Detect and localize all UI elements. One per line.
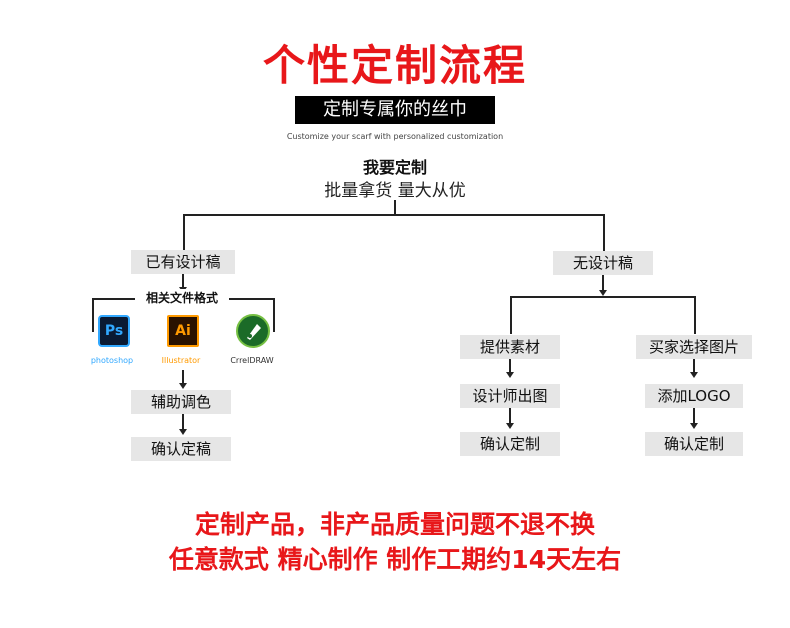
step-confirm-custom-a: 确认定制: [460, 432, 560, 456]
page-title: 个性定制流程: [262, 41, 527, 90]
connector: [693, 359, 695, 373]
coreldraw-caption: CrrelDRAW: [230, 356, 274, 365]
intro-tagline: 批量拿货 量大从优: [324, 181, 466, 201]
footer-lead-time: 任意款式 精心制作 制作工期约14天左右: [168, 545, 622, 574]
arrow-icon: [599, 290, 607, 296]
photoshop-icon: Ps: [98, 315, 130, 347]
step-buyer-picks-image: 买家选择图片: [636, 335, 752, 359]
arrow-icon: [506, 423, 514, 429]
connector: [509, 359, 511, 373]
step-color-assist: 辅助调色: [131, 390, 231, 414]
illustrator-icon: Ai: [167, 315, 199, 347]
arrow-icon: [179, 383, 187, 389]
connector: [510, 296, 512, 334]
step-add-logo: 添加LOGO: [645, 384, 743, 408]
arrow-icon: [690, 423, 698, 429]
connector: [182, 274, 184, 288]
connector: [602, 275, 604, 291]
step-confirm-draft: 确认定稿: [131, 437, 231, 461]
connector: [510, 296, 695, 298]
subtitle: Customize your scarf with personalized c…: [286, 132, 504, 141]
bracket: [92, 298, 94, 332]
step-no-design: 无设计稿: [553, 251, 653, 275]
connector: [509, 408, 511, 424]
step-provide-material: 提供素材: [460, 335, 560, 359]
connector: [694, 296, 696, 334]
step-confirm-custom-b: 确认定制: [645, 432, 743, 456]
coreldraw-icon: [236, 314, 270, 348]
connector: [183, 214, 185, 250]
step-designer-draws: 设计师出图: [460, 384, 560, 408]
photoshop-caption: photoshop: [90, 356, 134, 365]
bracket: [273, 298, 275, 332]
step-has-design: 已有设计稿: [131, 250, 235, 274]
connector: [182, 370, 184, 384]
pen-nib-icon: [247, 324, 261, 340]
arrow-icon: [506, 372, 514, 378]
footer-notice: 定制产品，非产品质量问题不退不换: [194, 510, 595, 539]
connector: [183, 214, 604, 216]
connector: [693, 408, 695, 424]
connector: [182, 414, 184, 430]
intro-heading: 我要定制: [362, 158, 427, 177]
arrow-icon: [179, 429, 187, 435]
formats-label: 相关文件格式: [135, 289, 229, 306]
illustrator-caption: Illustrator: [161, 356, 201, 365]
connector: [394, 200, 396, 215]
connector: [603, 214, 605, 251]
banner: 定制专属你的丝巾: [295, 96, 495, 124]
arrow-icon: [690, 372, 698, 378]
